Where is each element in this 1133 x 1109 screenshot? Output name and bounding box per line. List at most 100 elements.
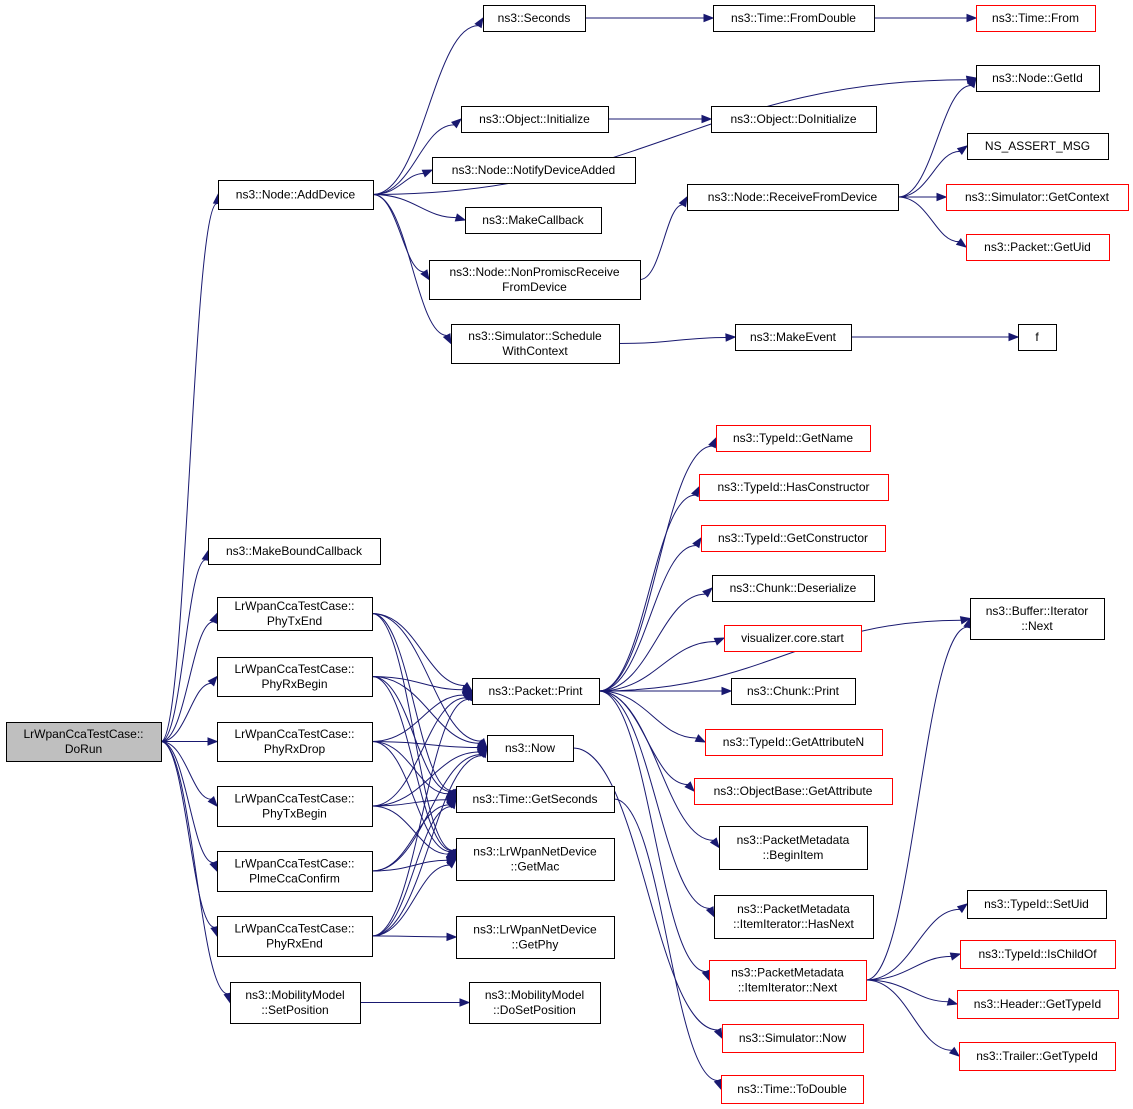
node-phyRxDrop[interactable]: LrWpanCcaTestCase::PhyRxDrop (217, 722, 373, 762)
node-box[interactable] (694, 778, 893, 805)
node-box[interactable] (721, 1075, 864, 1104)
node-box[interactable] (719, 826, 868, 870)
node-recvFromDev[interactable]: ns3::Node::ReceiveFromDevice (687, 184, 899, 211)
node-box[interactable] (461, 106, 609, 133)
node-vizStart[interactable]: visualizer.core.start (724, 625, 862, 652)
node-box[interactable] (230, 982, 361, 1024)
node-pktGetUid[interactable]: ns3::Packet::GetUid (966, 234, 1110, 261)
node-pmNext[interactable]: ns3::PacketMetadata::ItemIterator::Next (709, 960, 867, 1001)
node-pmHasNext[interactable]: ns3::PacketMetadata::ItemIterator::HasNe… (714, 895, 874, 939)
node-objDoInit[interactable]: ns3::Object::DoInitialize (711, 106, 877, 133)
node-f[interactable]: f (1018, 324, 1057, 351)
node-notifyDev[interactable]: ns3::Node::NotifyDeviceAdded (432, 157, 636, 184)
node-now[interactable]: ns3::Now (487, 735, 574, 762)
node-box[interactable] (735, 324, 852, 351)
node-box[interactable] (967, 133, 1109, 160)
node-tidIsChild[interactable]: ns3::TypeId::IsChildOf (960, 940, 1116, 969)
node-bufIterNext[interactable]: ns3::Buffer::Iterator::Next (970, 598, 1105, 640)
node-tidGetAttrN[interactable]: ns3::TypeId::GetAttributeN (705, 729, 883, 756)
node-tidGetName[interactable]: ns3::TypeId::GetName (716, 425, 871, 452)
node-box[interactable] (208, 538, 381, 565)
node-pktPrint[interactable]: ns3::Packet::Print (472, 678, 600, 705)
node-box[interactable] (699, 474, 889, 501)
node-box[interactable] (976, 65, 1100, 92)
node-box[interactable] (483, 5, 586, 32)
node-getMac[interactable]: ns3::LrWpanNetDevice::GetMac (456, 838, 615, 881)
node-hdrGetTid[interactable]: ns3::Header::GetTypeId (957, 990, 1119, 1019)
node-box[interactable] (6, 722, 162, 762)
node-box[interactable] (469, 982, 601, 1024)
node-objInit[interactable]: ns3::Object::Initialize (461, 106, 609, 133)
node-simNow[interactable]: ns3::Simulator::Now (722, 1024, 864, 1053)
node-box[interactable] (701, 525, 886, 552)
node-box[interactable] (711, 106, 877, 133)
node-box[interactable] (960, 940, 1116, 969)
node-box[interactable] (217, 597, 373, 631)
node-box[interactable] (465, 207, 602, 234)
node-getPhy[interactable]: ns3::LrWpanNetDevice::GetPhy (456, 916, 615, 959)
node-simGetCtx[interactable]: ns3::Simulator::GetContext (946, 184, 1129, 211)
node-getSeconds[interactable]: ns3::Time::GetSeconds (456, 786, 615, 813)
node-box[interactable] (712, 575, 875, 602)
node-box[interactable] (713, 5, 875, 32)
node-box[interactable] (976, 5, 1096, 32)
node-box[interactable] (722, 1024, 864, 1053)
node-box[interactable] (456, 786, 615, 813)
node-box[interactable] (705, 729, 883, 756)
node-phyTxBegin[interactable]: LrWpanCcaTestCase::PhyTxBegin (217, 786, 373, 827)
node-chunkDeser[interactable]: ns3::Chunk::Deserialize (712, 575, 875, 602)
node-trlGetTid[interactable]: ns3::Trailer::GetTypeId (959, 1042, 1116, 1071)
node-box[interactable] (687, 184, 899, 211)
node-phyTxEnd[interactable]: LrWpanCcaTestCase::PhyTxEnd (217, 597, 373, 631)
node-box[interactable] (456, 916, 615, 959)
node-box[interactable] (970, 598, 1105, 640)
node-box[interactable] (709, 960, 867, 1001)
node-getId[interactable]: ns3::Node::GetId (976, 65, 1100, 92)
node-tidGetCtor[interactable]: ns3::TypeId::GetConstructor (701, 525, 886, 552)
node-toDouble[interactable]: ns3::Time::ToDouble (721, 1075, 864, 1104)
node-box[interactable] (432, 157, 636, 184)
node-box[interactable] (487, 735, 574, 762)
node-makeCb[interactable]: ns3::MakeCallback (465, 207, 602, 234)
node-box[interactable] (967, 890, 1107, 919)
node-box[interactable] (429, 260, 641, 300)
node-timeFrom[interactable]: ns3::Time::From (976, 5, 1096, 32)
node-box[interactable] (716, 425, 871, 452)
node-box[interactable] (731, 678, 856, 705)
node-addDevice[interactable]: ns3::Node::AddDevice (218, 180, 374, 210)
node-box[interactable] (451, 324, 620, 364)
node-makeEvent[interactable]: ns3::MakeEvent (735, 324, 852, 351)
node-box[interactable] (217, 657, 373, 697)
node-setPos[interactable]: ns3::MobilityModel::SetPosition (230, 982, 361, 1024)
node-objBaseAttr[interactable]: ns3::ObjectBase::GetAttribute (694, 778, 893, 805)
node-box[interactable] (946, 184, 1129, 211)
node-seconds[interactable]: ns3::Seconds (483, 5, 586, 32)
node-box[interactable] (217, 916, 373, 957)
node-box[interactable] (966, 234, 1110, 261)
node-makeBoundCb[interactable]: ns3::MakeBoundCallback (208, 538, 381, 565)
node-root[interactable]: LrWpanCcaTestCase::DoRun (6, 722, 162, 762)
node-phyRxEnd[interactable]: LrWpanCcaTestCase::PhyRxEnd (217, 916, 373, 957)
node-box[interactable] (218, 180, 374, 210)
node-plmeCca[interactable]: LrWpanCcaTestCase::PlmeCcaConfirm (217, 851, 373, 892)
node-box[interactable] (217, 786, 373, 827)
node-box[interactable] (959, 1042, 1116, 1071)
node-box[interactable] (472, 678, 600, 705)
node-box[interactable] (217, 722, 373, 762)
node-assertMsg[interactable]: NS_ASSERT_MSG (967, 133, 1109, 160)
node-box[interactable] (456, 838, 615, 881)
node-box[interactable] (714, 895, 874, 939)
node-phyRxBegin[interactable]: LrWpanCcaTestCase::PhyRxBegin (217, 657, 373, 697)
node-box[interactable] (1018, 324, 1057, 351)
node-pmBeginItem[interactable]: ns3::PacketMetadata::BeginItem (719, 826, 868, 870)
node-chunkPrint[interactable]: ns3::Chunk::Print (731, 678, 856, 705)
node-box[interactable] (957, 990, 1119, 1019)
node-box[interactable] (217, 851, 373, 892)
node-tidSetUid[interactable]: ns3::TypeId::SetUid (967, 890, 1107, 919)
node-fromDouble[interactable]: ns3::Time::FromDouble (713, 5, 875, 32)
node-box[interactable] (724, 625, 862, 652)
node-tidHasCtor[interactable]: ns3::TypeId::HasConstructor (699, 474, 889, 501)
node-doSetPos[interactable]: ns3::MobilityModel::DoSetPosition (469, 982, 601, 1024)
